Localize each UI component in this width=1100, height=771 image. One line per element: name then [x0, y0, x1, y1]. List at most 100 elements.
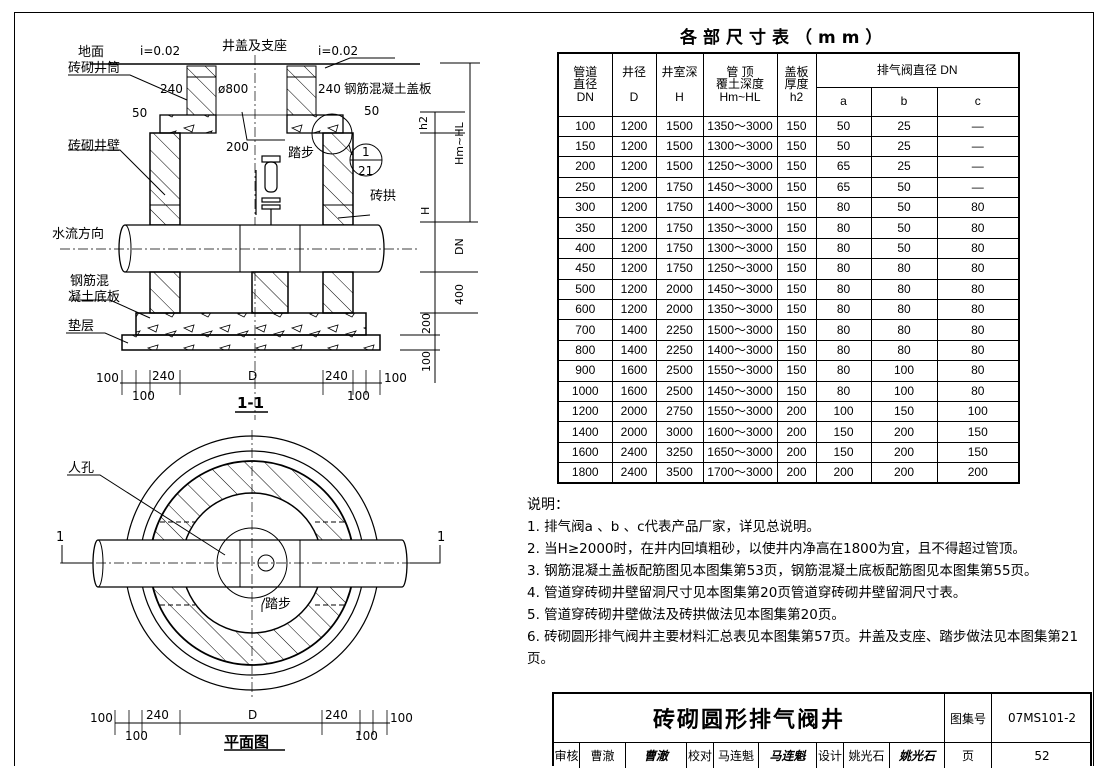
table-cell: 1550～3000 — [702, 400, 778, 423]
table-cell: — — [936, 135, 1020, 158]
table-cell: 500 — [557, 278, 613, 301]
note-item: 1. 排气阀a 、b 、c代表产品厂家，详见总说明。 — [527, 519, 821, 535]
table-cell: 1200 — [611, 197, 657, 219]
table-cell: 3250 — [655, 441, 704, 464]
table-cell: 2400 — [611, 462, 657, 484]
note-item: 4. 管道穿砖砌井壁留洞尺寸见本图集第20页管道穿砖砌井壁留洞尺寸表。 — [527, 585, 967, 601]
table-cell: — — [936, 156, 1020, 178]
table-cell: 150 — [936, 441, 1020, 464]
atlas-label: 图集号 — [945, 694, 992, 743]
table-title: 各部尺寸表（mm） — [680, 28, 889, 48]
table-cell: 1200 — [611, 258, 657, 280]
table-cell: 65 — [815, 176, 872, 199]
notes: 说明： 1. 排气阀a 、b 、c代表产品厂家，详见总说明。 2. 当H≥200… — [527, 494, 1092, 670]
table-cell: 2500 — [655, 380, 704, 402]
check-label: 校对 — [687, 743, 714, 768]
label-arch: 砖拱 — [370, 189, 396, 204]
table-cell: 1400 — [611, 339, 657, 362]
table-cell: 25 — [870, 135, 938, 158]
table-cell: 1650～3000 — [702, 441, 778, 464]
table-cell: 100 — [557, 115, 613, 137]
table-cell: 3500 — [655, 462, 704, 484]
table-cell: 1300～3000 — [702, 237, 778, 260]
notes-title: 说明： — [527, 497, 569, 513]
dim-240: 240 — [325, 369, 348, 383]
plan-view — [60, 430, 441, 751]
checker-signature: 马连魁 — [759, 743, 817, 768]
note-item: 3. 钢筋混凝土盖板配筋图见本图集第53页，钢筋混凝土底板配筋图见本图集第55页… — [527, 563, 1038, 579]
table-cell: 65 — [815, 156, 872, 178]
title-block: 砖砌圆形排气阀井 图集号 07MS101-2 审核 曹澈 曹澈 校对 马连魁 马… — [552, 692, 1092, 768]
table-cell: 80 — [936, 360, 1020, 382]
table-cell: 1200 — [611, 278, 657, 301]
label-base-slab-1: 钢筋混 — [70, 273, 109, 289]
table-cell: 150 — [936, 421, 1020, 443]
label-H: H — [419, 207, 432, 215]
review-label: 审核 — [554, 743, 580, 768]
label-400: 400 — [453, 284, 466, 305]
table-cell: 900 — [557, 360, 613, 382]
table-cell: 80 — [815, 237, 872, 260]
note-item: 5. 管道穿砖砌井壁做法及砖拱做法见本图集第20页。 — [527, 607, 845, 623]
table-cell: 200 — [776, 421, 817, 443]
table-cell: — — [936, 115, 1020, 137]
label-50-right: 50 — [364, 104, 379, 118]
table-cell: 400 — [557, 237, 613, 260]
table-cell: 80 — [936, 339, 1020, 362]
table-cell: 80 — [936, 278, 1020, 301]
table-cell: 80 — [936, 319, 1020, 341]
label-slope-right: i=0.02 — [318, 44, 358, 58]
table-cell: 150 — [776, 258, 817, 280]
designer-signature: 姚光石 — [890, 743, 945, 768]
table-cell: 80 — [936, 380, 1020, 402]
shaft-wall-left — [186, 65, 217, 116]
checker-name: 马连魁 — [714, 743, 759, 768]
label-50-left: 50 — [132, 106, 147, 120]
table-cell: 25 — [870, 115, 938, 137]
table-cell: 200 — [776, 441, 817, 464]
table-cell: 200 — [776, 462, 817, 484]
cut-mark-left: 1 — [56, 530, 64, 545]
dim-D: D — [248, 369, 257, 383]
label-cover: 井盖及支座 — [222, 39, 287, 54]
table-cell: 2250 — [655, 319, 704, 341]
table-cell: 1200 — [611, 115, 657, 137]
table-cell: 80 — [936, 197, 1020, 219]
table-cell: 1250～3000 — [702, 258, 778, 280]
table-cell: 1450～3000 — [702, 176, 778, 199]
table-cell: 150 — [776, 299, 817, 321]
dim-240: 240 — [325, 708, 348, 722]
table-cell: 80 — [815, 339, 872, 362]
plan-pipe — [92, 539, 408, 588]
shaft-wall-right — [286, 65, 317, 116]
table-cell: 1200 — [611, 156, 657, 178]
table-cell: 80 — [936, 237, 1020, 260]
table-cell: 150 — [776, 319, 817, 341]
table-cell: 1750 — [655, 197, 704, 219]
table-cell: 80 — [936, 217, 1020, 239]
table-cell: 50 — [815, 135, 872, 158]
dim-100: 100 — [384, 371, 407, 385]
plan-title: 平面图 — [224, 733, 269, 751]
section-title: 1-1 — [237, 394, 264, 412]
table-cell: 150 — [815, 441, 872, 464]
table-cell: 3000 — [655, 421, 704, 443]
table-cell: 150 — [557, 135, 613, 158]
label-200v: 200 — [420, 313, 433, 334]
table-cell: 50 — [870, 176, 938, 199]
dim-100: 100 — [132, 389, 155, 403]
